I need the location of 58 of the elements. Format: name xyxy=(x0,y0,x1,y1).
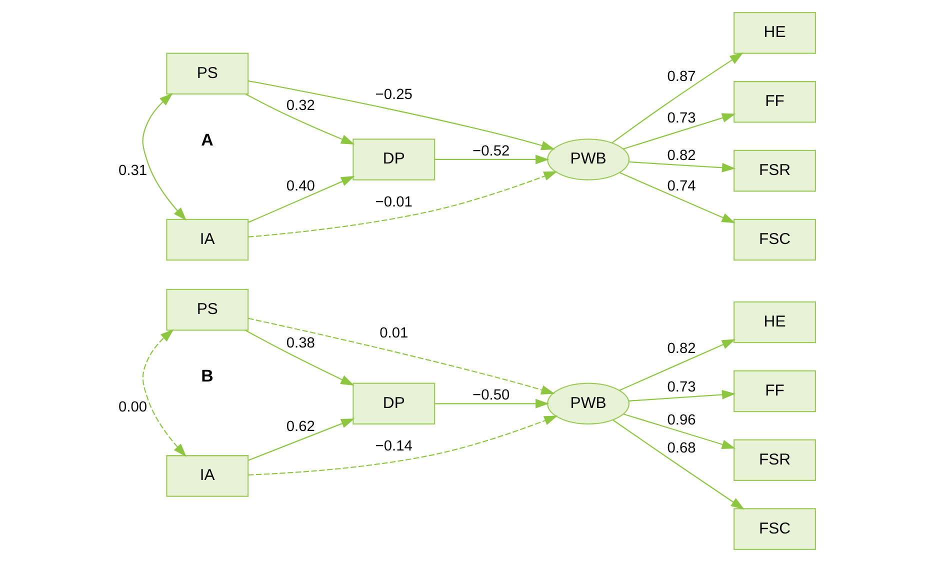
edge-label: 0.96 xyxy=(667,412,696,428)
node-box: FF xyxy=(734,80,816,123)
edge-label: 0.40 xyxy=(286,178,315,194)
node-box: DP xyxy=(352,138,436,180)
arrow xyxy=(248,416,558,476)
edge-label: 0.00 xyxy=(118,399,148,416)
edge-label: 0.31 xyxy=(118,163,148,180)
node-box: HE xyxy=(734,301,816,344)
node-box: DP xyxy=(352,382,436,425)
edge-label: 0.01 xyxy=(380,325,408,342)
node-box: IA xyxy=(166,455,249,497)
arrow xyxy=(628,161,736,172)
arrow xyxy=(612,52,744,144)
edge-label: 0.87 xyxy=(667,68,696,85)
node-box: HE xyxy=(734,12,816,54)
label: A xyxy=(201,130,214,150)
node-box: FSC xyxy=(734,508,816,550)
arrow xyxy=(142,93,187,221)
arrow xyxy=(612,420,744,510)
node-box: PS xyxy=(166,52,249,94)
arrow xyxy=(248,176,355,223)
node-box: FSR xyxy=(734,439,816,482)
edge-label: 0.32 xyxy=(286,98,315,114)
arrow xyxy=(434,398,550,408)
edge-label: 0.73 xyxy=(667,110,696,127)
edge-label: −0.14 xyxy=(375,438,412,454)
arrow xyxy=(244,330,354,386)
node-ellipse: PWB xyxy=(547,138,630,180)
edge-label: 0.73 xyxy=(667,380,696,396)
node-box: FSR xyxy=(734,150,816,192)
arrow xyxy=(245,94,355,144)
arrow xyxy=(623,113,736,150)
arrow xyxy=(623,414,736,449)
edge-label: −0.01 xyxy=(375,194,412,210)
arrow xyxy=(248,171,558,238)
arrow xyxy=(619,339,736,391)
arrow xyxy=(434,154,550,164)
arrow xyxy=(248,418,355,461)
edge-label: 0.82 xyxy=(667,341,696,358)
arrow xyxy=(248,80,555,150)
arrow xyxy=(628,390,736,402)
node-box: PS xyxy=(166,288,249,331)
edge-label: 0.74 xyxy=(667,178,696,194)
node-ellipse: PWB xyxy=(547,382,630,425)
edge-label: −0.50 xyxy=(472,388,510,404)
edge-label: 0.62 xyxy=(286,419,315,436)
edge-label: −0.52 xyxy=(472,143,510,160)
edge-label: 0.68 xyxy=(667,440,696,457)
arrow xyxy=(142,329,187,457)
node-box: FF xyxy=(734,370,816,412)
edge-label: −0.25 xyxy=(375,86,412,103)
arrow xyxy=(620,172,736,224)
arrow xyxy=(248,318,555,394)
edge-label: 0.38 xyxy=(286,336,315,352)
node-box: IA xyxy=(166,218,249,261)
label: B xyxy=(201,366,214,386)
node-box: FSC xyxy=(734,218,816,261)
edge-label: 0.82 xyxy=(667,148,696,164)
